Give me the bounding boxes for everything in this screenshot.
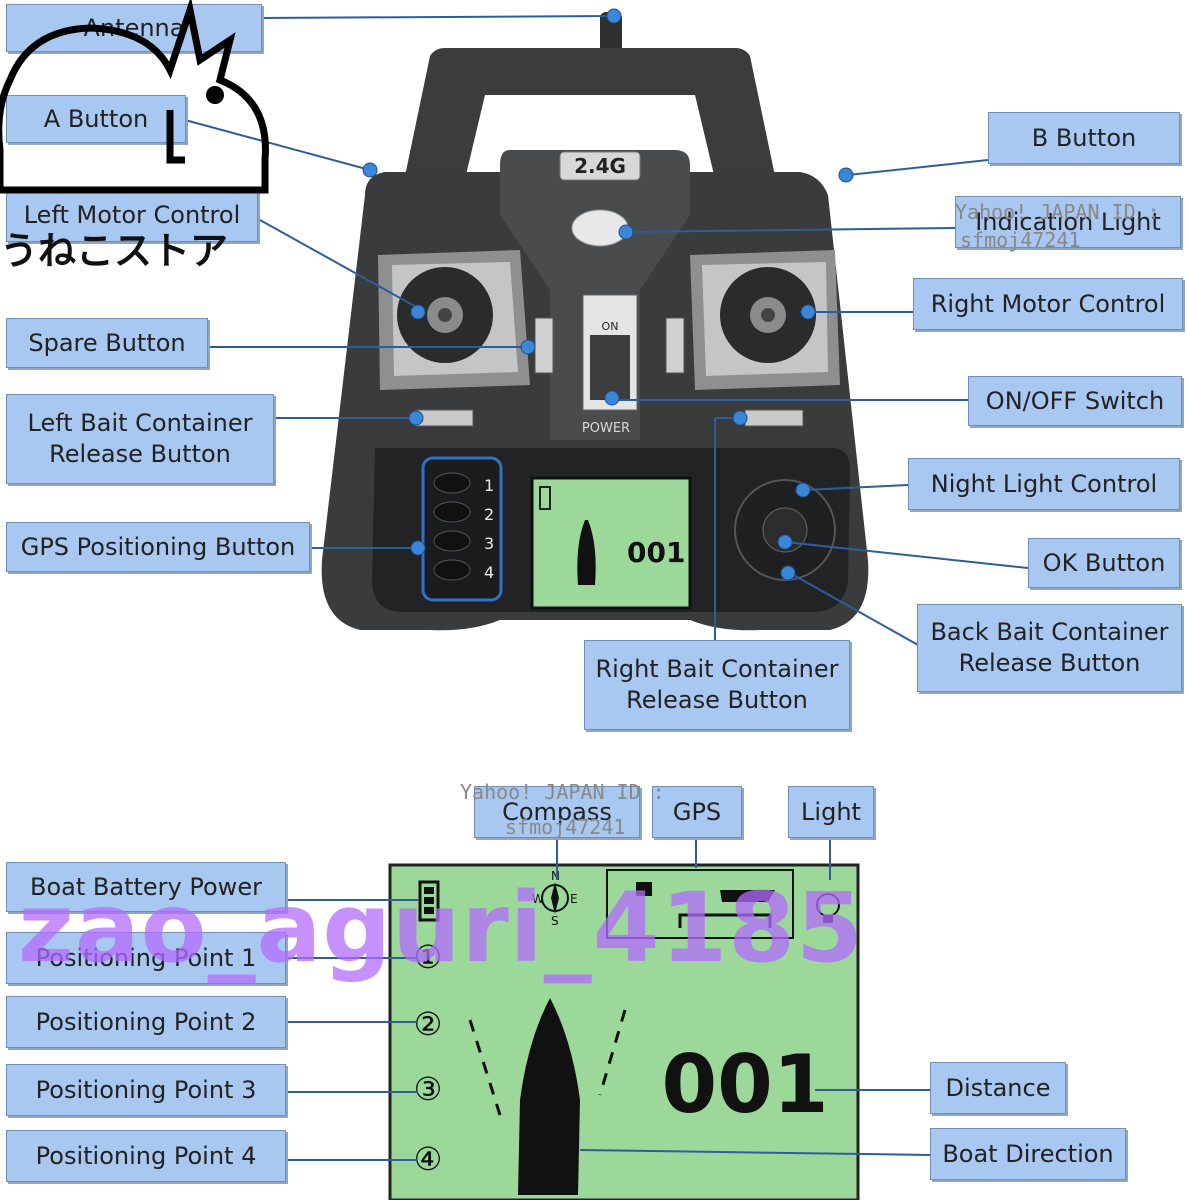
switch-on-text: ON bbox=[602, 320, 619, 333]
mini-lcd-screen bbox=[530, 476, 692, 610]
right-bait-slider-icon[interactable] bbox=[744, 409, 804, 427]
compass-letter: E bbox=[570, 892, 578, 906]
point-mark-2: ② bbox=[414, 1005, 443, 1043]
distance-label: Distance bbox=[930, 1062, 1066, 1114]
point-mark-3: ③ bbox=[414, 1070, 443, 1108]
indication-light-icon bbox=[571, 209, 629, 247]
gps-indicator-box bbox=[606, 869, 794, 939]
light-label: Light bbox=[788, 786, 874, 838]
left-stick[interactable] bbox=[378, 250, 530, 390]
remote-controller: 2.4G ON POWER bbox=[321, 12, 869, 631]
top-leader-dots bbox=[362, 8, 854, 581]
gps-number: 2 bbox=[484, 505, 494, 524]
boat-icon bbox=[518, 998, 580, 1195]
mini-distance-text: 001 bbox=[627, 536, 685, 569]
gps-label: GPS bbox=[652, 786, 742, 838]
gps-button-2[interactable] bbox=[433, 501, 471, 523]
point2-label: Positioning Point 2 bbox=[6, 996, 286, 1048]
yahoo-id-line1: Yahoo! JAPAN ID : bbox=[460, 780, 665, 804]
gps-number: 4 bbox=[484, 563, 494, 582]
bottom-leader-lines bbox=[286, 838, 931, 1161]
gps-button-4[interactable] bbox=[433, 559, 471, 581]
gps-button-1[interactable] bbox=[433, 472, 471, 494]
point1-label: Positioning Point 1 bbox=[6, 932, 286, 984]
yahoo-id-line2: sfmoj47241 bbox=[505, 815, 626, 839]
compass-letter: W bbox=[532, 892, 544, 906]
compass-letter: N bbox=[551, 869, 560, 883]
compass-label: Compass bbox=[474, 786, 640, 838]
point-mark-1: ① bbox=[414, 938, 443, 976]
frequency-text: 2.4G bbox=[574, 154, 626, 178]
compass-letter: S bbox=[551, 914, 559, 928]
lcd-screen: N W E S ① ② ③ ④ 001 bbox=[388, 863, 860, 1200]
yahoo-id-line2: sfmoj47241 bbox=[960, 228, 1081, 252]
spare-button-label: Spare Button bbox=[6, 318, 208, 368]
yahoo-id-line1: Yahoo! JAPAN ID : bbox=[955, 200, 1160, 224]
indication-light-label: Indication Light bbox=[955, 196, 1181, 248]
gps-button-3[interactable] bbox=[433, 530, 471, 552]
left-bait-label: Left Bait Container Release Button bbox=[6, 394, 274, 484]
battery-label: Boat Battery Power bbox=[6, 862, 286, 912]
on-off-label: ON/OFF Switch bbox=[968, 376, 1182, 426]
distance-value: 001 bbox=[662, 1038, 829, 1131]
gps-boat-icon bbox=[720, 890, 775, 902]
right-bait-label: Right Bait Container Release Button bbox=[584, 640, 850, 730]
point4-label: Positioning Point 4 bbox=[6, 1130, 286, 1182]
ok-button-icon[interactable] bbox=[762, 507, 808, 553]
ok-button-label: OK Button bbox=[1028, 538, 1180, 588]
gps-range-icon bbox=[678, 913, 772, 928]
gps-button-label: GPS Positioning Button bbox=[6, 522, 310, 572]
point-mark-4: ④ bbox=[414, 1140, 443, 1178]
right-motor-label: Right Motor Control bbox=[913, 278, 1183, 330]
top-leader-lines bbox=[184, 15, 1029, 646]
antenna-label: Antenna bbox=[6, 4, 262, 52]
power-text: POWER bbox=[582, 421, 630, 436]
battery-icon bbox=[418, 880, 440, 922]
b-button-label: B Button bbox=[988, 112, 1180, 164]
compass-icon bbox=[541, 882, 569, 914]
light-bulb-icon bbox=[816, 893, 840, 923]
a-button-label: A Button bbox=[6, 95, 186, 143]
spare-slider-icon[interactable] bbox=[534, 317, 554, 374]
left-motor-label: Left Motor Control bbox=[6, 188, 258, 242]
store-logo-icon bbox=[0, 0, 269, 194]
back-bait-label: Back Bait Container Release Button bbox=[917, 604, 1182, 692]
gps-number: 1 bbox=[484, 476, 494, 495]
gps-number: 3 bbox=[484, 534, 494, 553]
boat-direction-label: Boat Direction bbox=[930, 1128, 1126, 1180]
point3-label: Positioning Point 3 bbox=[6, 1064, 286, 1116]
right-stick[interactable] bbox=[690, 250, 840, 390]
night-light-label: Night Light Control bbox=[908, 458, 1180, 510]
left-bait-slider-icon[interactable] bbox=[414, 409, 474, 427]
